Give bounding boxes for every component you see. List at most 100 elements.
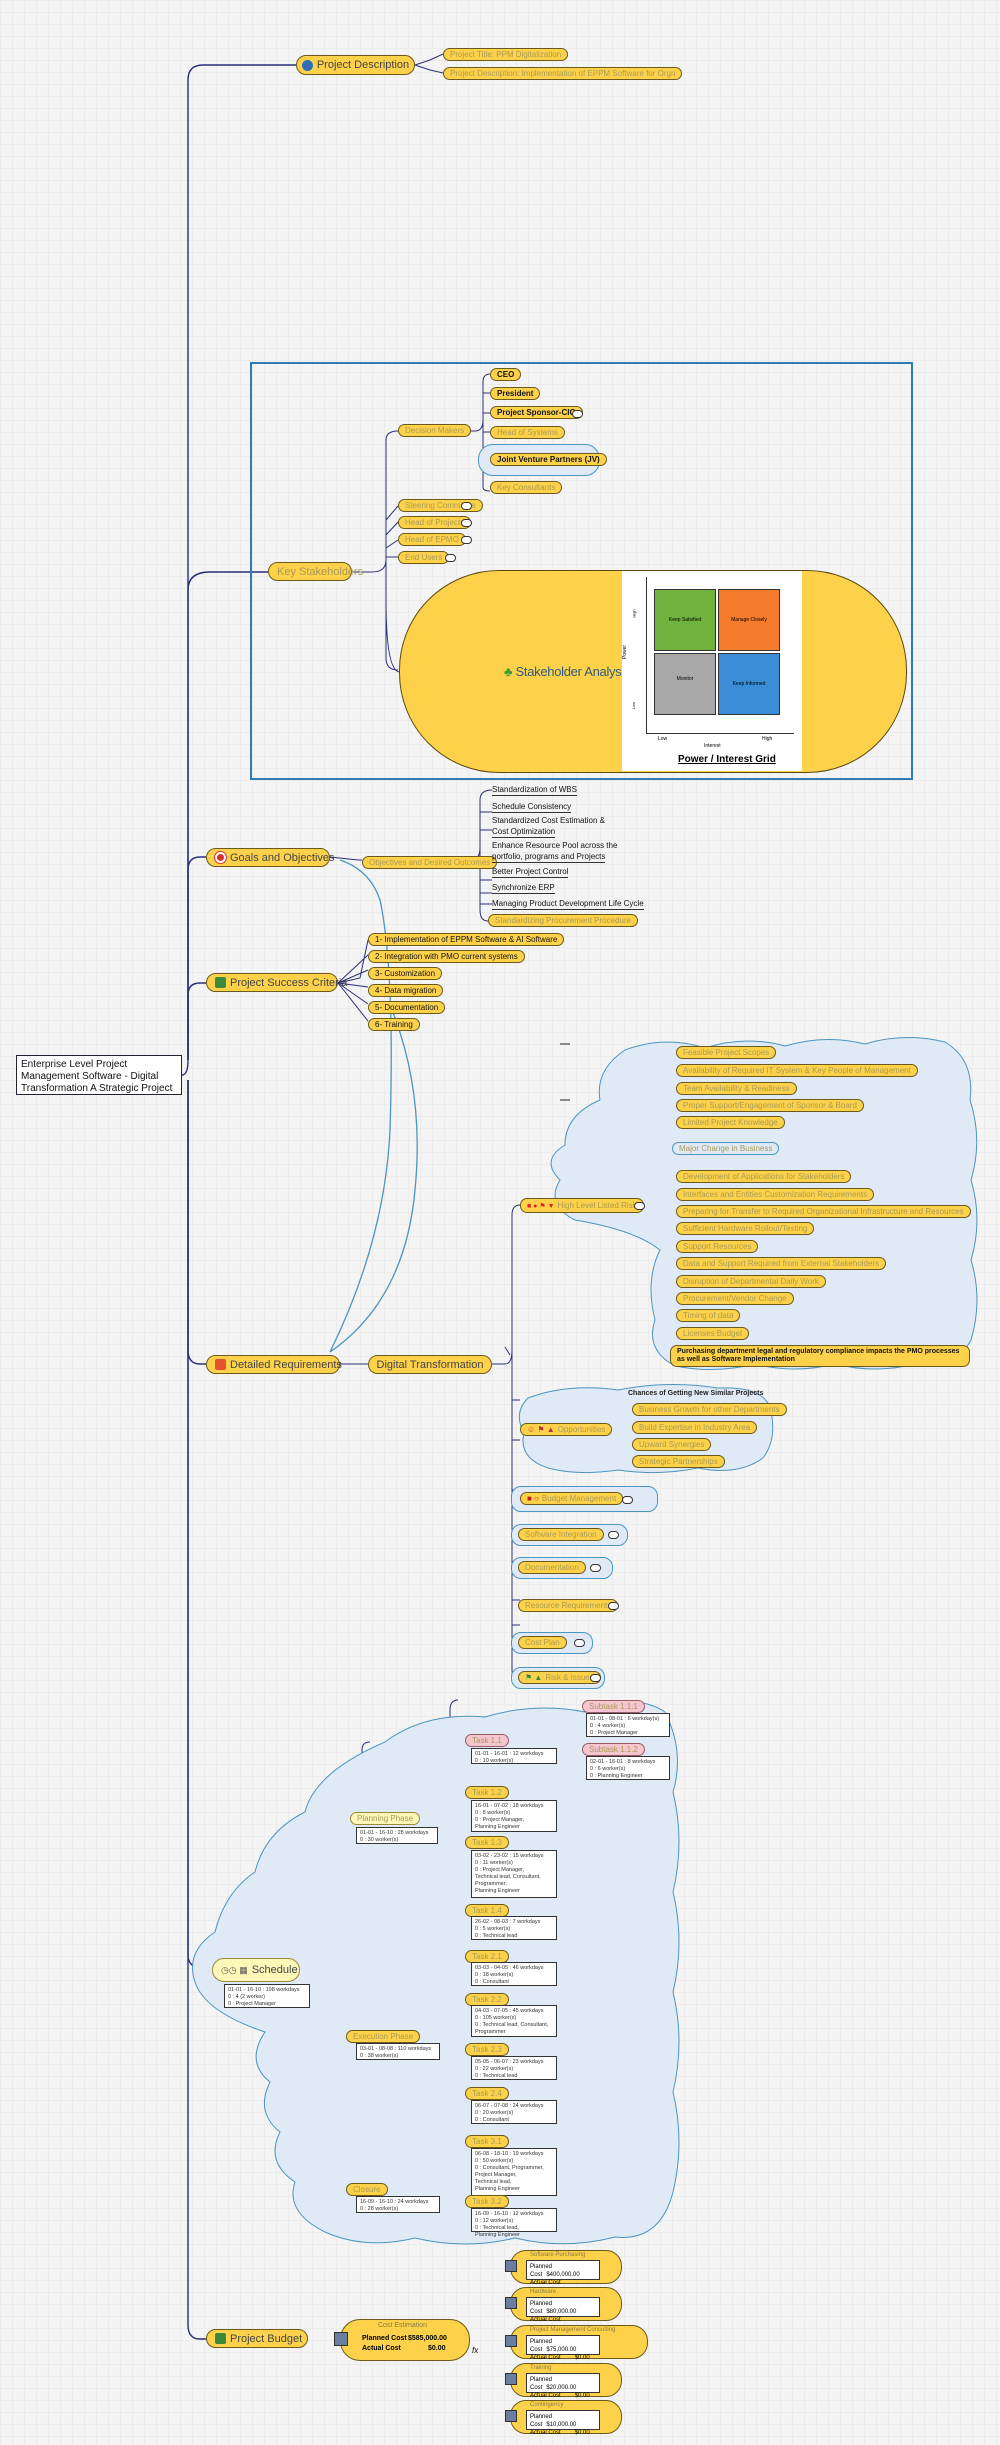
risk-item[interactable]: Development of Applications for Stakehol… — [676, 1170, 852, 1183]
task-node[interactable]: Task 2.3 — [465, 2043, 509, 2056]
risk-item[interactable]: Proper Support/Engagement of Sponsor & B… — [676, 1099, 864, 1112]
task-node[interactable]: Task 2.4 — [465, 2087, 509, 2100]
goal-item[interactable]: Standardization of WBS — [492, 785, 577, 796]
head-of-systems-node[interactable]: Head of Systems — [490, 426, 565, 439]
success-item[interactable]: 4- Data migration — [368, 984, 444, 997]
collapse-stub[interactable] — [622, 1496, 633, 1504]
ceo-node[interactable]: CEO — [490, 368, 522, 381]
decision-makers-node[interactable]: Decision Makers — [398, 424, 472, 437]
root-topic[interactable]: Enterprise Level Project Management Soft… — [16, 1055, 182, 1095]
opportunities-node[interactable]: ☺ ⚑ ▲ Opportunities — [520, 1423, 613, 1436]
budget-management-node[interactable]: ■ ○Budget Management — [520, 1492, 624, 1505]
key-consultants-node[interactable]: Key Consultants — [490, 481, 563, 494]
collapse-stub[interactable] — [445, 554, 456, 562]
chance-item[interactable]: Strategic Partnerships — [632, 1455, 725, 1468]
chance-item[interactable]: Business Growth for other Departments — [632, 1403, 787, 1416]
collapse-stub[interactable] — [574, 1639, 585, 1647]
budget-item-icon — [505, 2260, 517, 2272]
risk-issues-node[interactable]: ⚑ ▲Risk & Issues — [518, 1671, 601, 1684]
success-item[interactable]: 1- Implementation of EPPM Software & AI … — [368, 933, 565, 946]
subtask-node[interactable]: Subtask 1.1.1 — [582, 1700, 645, 1713]
budget-planned-label: Planned Cost — [362, 2335, 407, 2342]
head-of-epmo-node[interactable]: Head of EPMO — [398, 533, 466, 546]
power-interest-grid: Power High Low Keep Satisfied Manage Clo… — [622, 571, 802, 771]
chance-item[interactable]: Upward Synergies — [632, 1438, 712, 1451]
task-node[interactable]: Task 1.2 — [465, 1786, 509, 1799]
risk-note-node[interactable]: Purchasing department legal and regulato… — [670, 1345, 970, 1367]
jv-partners-node[interactable]: Joint Venture Partners (JV) — [490, 453, 607, 466]
planning-phase-node[interactable]: Planning Phase — [350, 1812, 421, 1825]
detailed-requirements-node[interactable]: Detailed Requirements — [206, 1355, 342, 1374]
risk-item[interactable]: Timing of data — [676, 1309, 741, 1322]
goal-item[interactable]: portfolio, programs and Projects — [492, 852, 606, 863]
project-description-node[interactable]: Project Description — [296, 55, 415, 75]
project-budget-node[interactable]: Project Budget — [206, 2329, 308, 2348]
y-high-label: High — [631, 609, 637, 618]
collapse-stub[interactable] — [461, 536, 472, 544]
goal-item[interactable]: Managing Product Development Life Cycle — [492, 899, 644, 910]
budget-item-label: Project Management Consulting — [530, 2327, 616, 2333]
software-integration-node[interactable]: Software Integration — [518, 1528, 604, 1541]
risk-item[interactable]: Feasible Project Scopes — [676, 1046, 777, 1059]
project-description-text-node[interactable]: Project Description: Implementation of E… — [443, 67, 683, 80]
success-criteria-node[interactable]: Project Success Criteria — [206, 973, 347, 992]
goal-item[interactable]: Cost Optimization — [492, 827, 556, 838]
risk-item[interactable]: Preparing for Transfer to Required Organ… — [676, 1205, 971, 1218]
collapse-stub[interactable] — [461, 502, 472, 510]
goal-item[interactable]: Schedule Consistency — [492, 802, 572, 813]
resource-requirements-node[interactable]: Resource Requirements — [518, 1599, 619, 1612]
key-stakeholders-node[interactable]: Key Stakeholders — [268, 562, 363, 581]
documentation-node[interactable]: Documentation — [518, 1561, 586, 1574]
risk-item[interactable]: Support Resources — [676, 1240, 759, 1253]
schedule-node[interactable]: ◷◷ ▦ Schedule — [212, 1958, 300, 1982]
procurement-node[interactable]: Standardizing Procurement Procedure — [488, 914, 639, 927]
goal-item[interactable]: Standardized Cost Estimation & — [492, 816, 605, 825]
execution-phase-node[interactable]: Execution Phase — [346, 2030, 421, 2043]
subtask-node[interactable]: Subtask 1.1.2 — [582, 1743, 645, 1756]
risk-item[interactable]: Data and Support Required from External … — [676, 1257, 887, 1270]
cost-plan-node[interactable]: Cost Plan — [518, 1636, 567, 1649]
risk-item[interactable]: Licenses Budget — [676, 1327, 750, 1340]
risk-item[interactable]: Sufficient Hardware Rollout/Testing — [676, 1222, 815, 1235]
risk-item[interactable]: Availability of Required IT System & Key… — [676, 1064, 918, 1077]
goal-item[interactable]: Synchronize ERP — [492, 883, 555, 894]
risk-item[interactable]: Disruption of Departmental Daily Work — [676, 1275, 826, 1288]
collapse-stub[interactable] — [634, 1202, 645, 1210]
collapse-stub[interactable] — [461, 519, 472, 527]
task-node[interactable]: Task 1.3 — [465, 1836, 509, 1849]
goal-item[interactable]: Better Project Control — [492, 867, 569, 878]
project-title-node[interactable]: Project Title: PPM Digitalization — [443, 48, 569, 61]
closure-node[interactable]: Closure — [346, 2183, 388, 2196]
goal-item[interactable]: Enhance Resource Pool across the — [492, 841, 618, 850]
high-level-risk-node[interactable]: ■ ● ⚑ ▼ High Level Listed Risk — [520, 1198, 644, 1213]
risk-item[interactable]: Major Change in Business — [672, 1142, 780, 1155]
collapse-stub[interactable] — [608, 1531, 619, 1539]
success-item[interactable]: 5- Documentation — [368, 1001, 446, 1014]
collapse-stub[interactable] — [590, 1674, 601, 1682]
head-of-projects-node[interactable]: Head of Projects — [398, 516, 472, 529]
risk-item[interactable]: Interfaces and Entities Customization Re… — [676, 1188, 875, 1201]
risk-item[interactable]: Team Availability & Readiness — [676, 1082, 797, 1095]
end-users-node[interactable]: End Users — [398, 551, 450, 564]
budget-root-node[interactable] — [340, 2319, 470, 2361]
risk-item[interactable]: Limited Project Knowledge — [676, 1116, 785, 1129]
collapse-stub[interactable] — [590, 1564, 601, 1572]
collapse-stub[interactable] — [608, 1602, 619, 1610]
task-node[interactable]: Task 3.2 — [465, 2195, 509, 2208]
success-item[interactable]: 3- Customization — [368, 967, 443, 980]
goals-node[interactable]: Goals and Objectives — [206, 848, 335, 867]
success-item[interactable]: 2- Integration with PMO current systems — [368, 950, 525, 963]
success-item[interactable]: 6- Training — [368, 1018, 420, 1031]
chance-item[interactable]: Build Expertise in Industry Area — [632, 1421, 758, 1434]
digital-transformation-node[interactable]: Digital Transformation — [368, 1355, 492, 1374]
president-node[interactable]: President — [490, 387, 541, 400]
objectives-node[interactable]: Objectives and Desired Outcomes — [362, 856, 498, 869]
task-node[interactable]: Task 1.1 — [465, 1734, 509, 1747]
risk-item[interactable]: Procurement/Vendor Change — [676, 1292, 794, 1305]
task-node[interactable]: Task 3.1 — [465, 2135, 509, 2148]
budget-item-label: Training — [530, 2365, 552, 2371]
project-sponsor-node[interactable]: Project Sponsor-CIO — [490, 406, 583, 419]
collapse-stub[interactable] — [572, 410, 583, 418]
